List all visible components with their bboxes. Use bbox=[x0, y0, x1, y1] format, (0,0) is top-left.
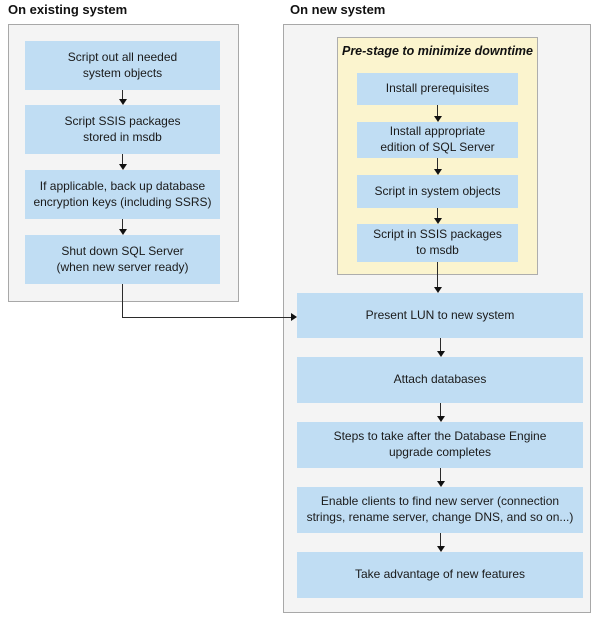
right-panel-header: On new system bbox=[290, 2, 386, 17]
node-take-advantage-new-features: Take advantage of new features bbox=[297, 552, 583, 598]
arrow-down-icon bbox=[436, 403, 445, 422]
node-shut-down-sql-server: Shut down SQL Server (when new server re… bbox=[25, 235, 220, 284]
node-script-out-system-objects: Script out all needed system objects bbox=[25, 41, 220, 90]
node-script-in-system-objects: Script in system objects bbox=[357, 175, 518, 208]
arrow-down-icon bbox=[436, 468, 445, 487]
arrow-down-icon bbox=[436, 338, 445, 357]
node-install-prerequisites: Install prerequisites bbox=[357, 73, 518, 105]
node-script-in-ssis-packages: Script in SSIS packages to msdb bbox=[357, 224, 518, 262]
arrow-down-icon bbox=[118, 154, 127, 170]
arrow-down-icon bbox=[118, 219, 127, 235]
node-present-lun: Present LUN to new system bbox=[297, 293, 583, 338]
node-attach-databases: Attach databases bbox=[297, 357, 583, 403]
arrow-down-icon bbox=[433, 158, 442, 175]
node-enable-clients: Enable clients to find new server (conne… bbox=[297, 487, 583, 533]
node-backup-encryption-keys: If applicable, back up database encrypti… bbox=[25, 170, 220, 219]
arrow-down-icon bbox=[436, 533, 445, 552]
left-panel-header: On existing system bbox=[8, 2, 128, 17]
node-post-upgrade-steps: Steps to take after the Database Engine … bbox=[297, 422, 583, 468]
connector-elbow-vertical bbox=[122, 284, 123, 317]
arrow-down-icon bbox=[433, 105, 442, 122]
node-install-sql-server-edition: Install appropriate edition of SQL Serve… bbox=[357, 122, 518, 158]
arrow-down-icon bbox=[118, 90, 127, 105]
node-script-ssis-packages: Script SSIS packages stored in msdb bbox=[25, 105, 220, 154]
arrow-down-icon bbox=[433, 262, 442, 293]
arrow-right-icon bbox=[291, 313, 297, 321]
arrow-down-icon bbox=[433, 208, 442, 224]
prestage-title: Pre-stage to minimize downtime bbox=[341, 44, 533, 58]
connector-elbow-horizontal bbox=[122, 317, 291, 318]
